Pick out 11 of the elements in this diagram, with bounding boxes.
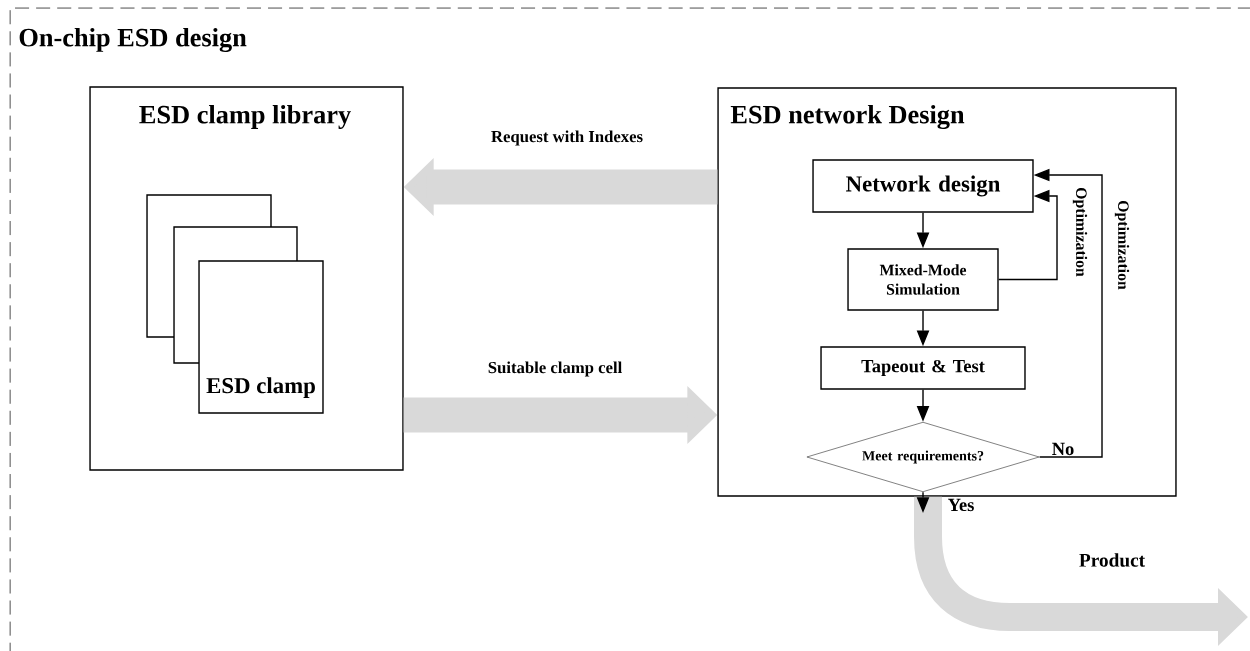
edge-label: Suitable clamp cell — [488, 361, 622, 377]
process-box: Network design — [812, 159, 1034, 213]
process-box: Mixed-Mode Simulation — [847, 248, 999, 311]
edge-label: Product — [1079, 553, 1145, 567]
process-box: Tapeout & Test — [820, 346, 1026, 390]
edge-label: Request with Indexes — [491, 130, 643, 146]
branch-label: No — [1052, 442, 1074, 456]
edge-label: Optimization — [1072, 187, 1088, 277]
edge-label: Optimization — [1114, 200, 1130, 290]
page-box: ESD clamp — [198, 260, 324, 414]
edge-label: Yes — [948, 498, 974, 512]
